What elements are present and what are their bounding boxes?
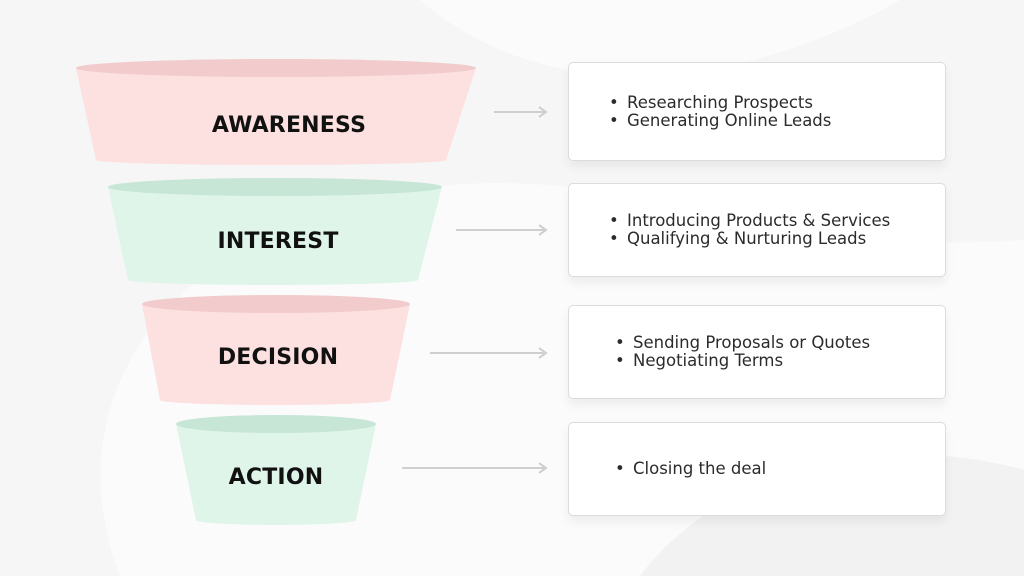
bullet-item: Researching Prospects: [609, 93, 831, 112]
stage-label-action: ACTION: [229, 465, 324, 490]
bullet-list: Researching Prospects Generating Online …: [569, 93, 831, 130]
funnel-stage-decision: DECISION: [142, 295, 410, 405]
funnel-stage-action: ACTION: [176, 415, 376, 525]
funnel-stage-interest: INTEREST: [108, 178, 442, 285]
bullet-item: Sending Proposals or Quotes: [615, 334, 870, 353]
stage-label-interest: INTEREST: [217, 229, 338, 254]
arrow-awareness: [494, 106, 548, 118]
stage-card-decision: Sending Proposals or Quotes Negotiating …: [568, 305, 946, 399]
bullet-item: Introducing Products & Services: [609, 212, 890, 231]
funnel-stage-awareness: AWARENESS: [76, 59, 476, 165]
bullet-item: Negotiating Terms: [615, 352, 870, 371]
stage-label-awareness: AWARENESS: [212, 113, 366, 138]
arrow-decision: [430, 347, 548, 359]
stage-card-awareness: Researching Prospects Generating Online …: [568, 62, 946, 161]
bullet-item: Qualifying & Nurturing Leads: [609, 230, 890, 249]
arrow-action: [402, 462, 548, 474]
bullet-list: Introducing Products & Services Qualifyi…: [569, 212, 890, 249]
stage-label-decision: DECISION: [218, 345, 338, 370]
arrow-interest: [456, 224, 548, 236]
stage-card-action: Closing the deal: [568, 422, 946, 516]
bullet-item: Generating Online Leads: [609, 111, 831, 130]
bullet-list: Closing the deal: [569, 460, 766, 479]
bullet-item: Closing the deal: [615, 460, 766, 479]
stage-card-interest: Introducing Products & Services Qualifyi…: [568, 183, 946, 277]
bullet-list: Sending Proposals or Quotes Negotiating …: [569, 334, 870, 371]
